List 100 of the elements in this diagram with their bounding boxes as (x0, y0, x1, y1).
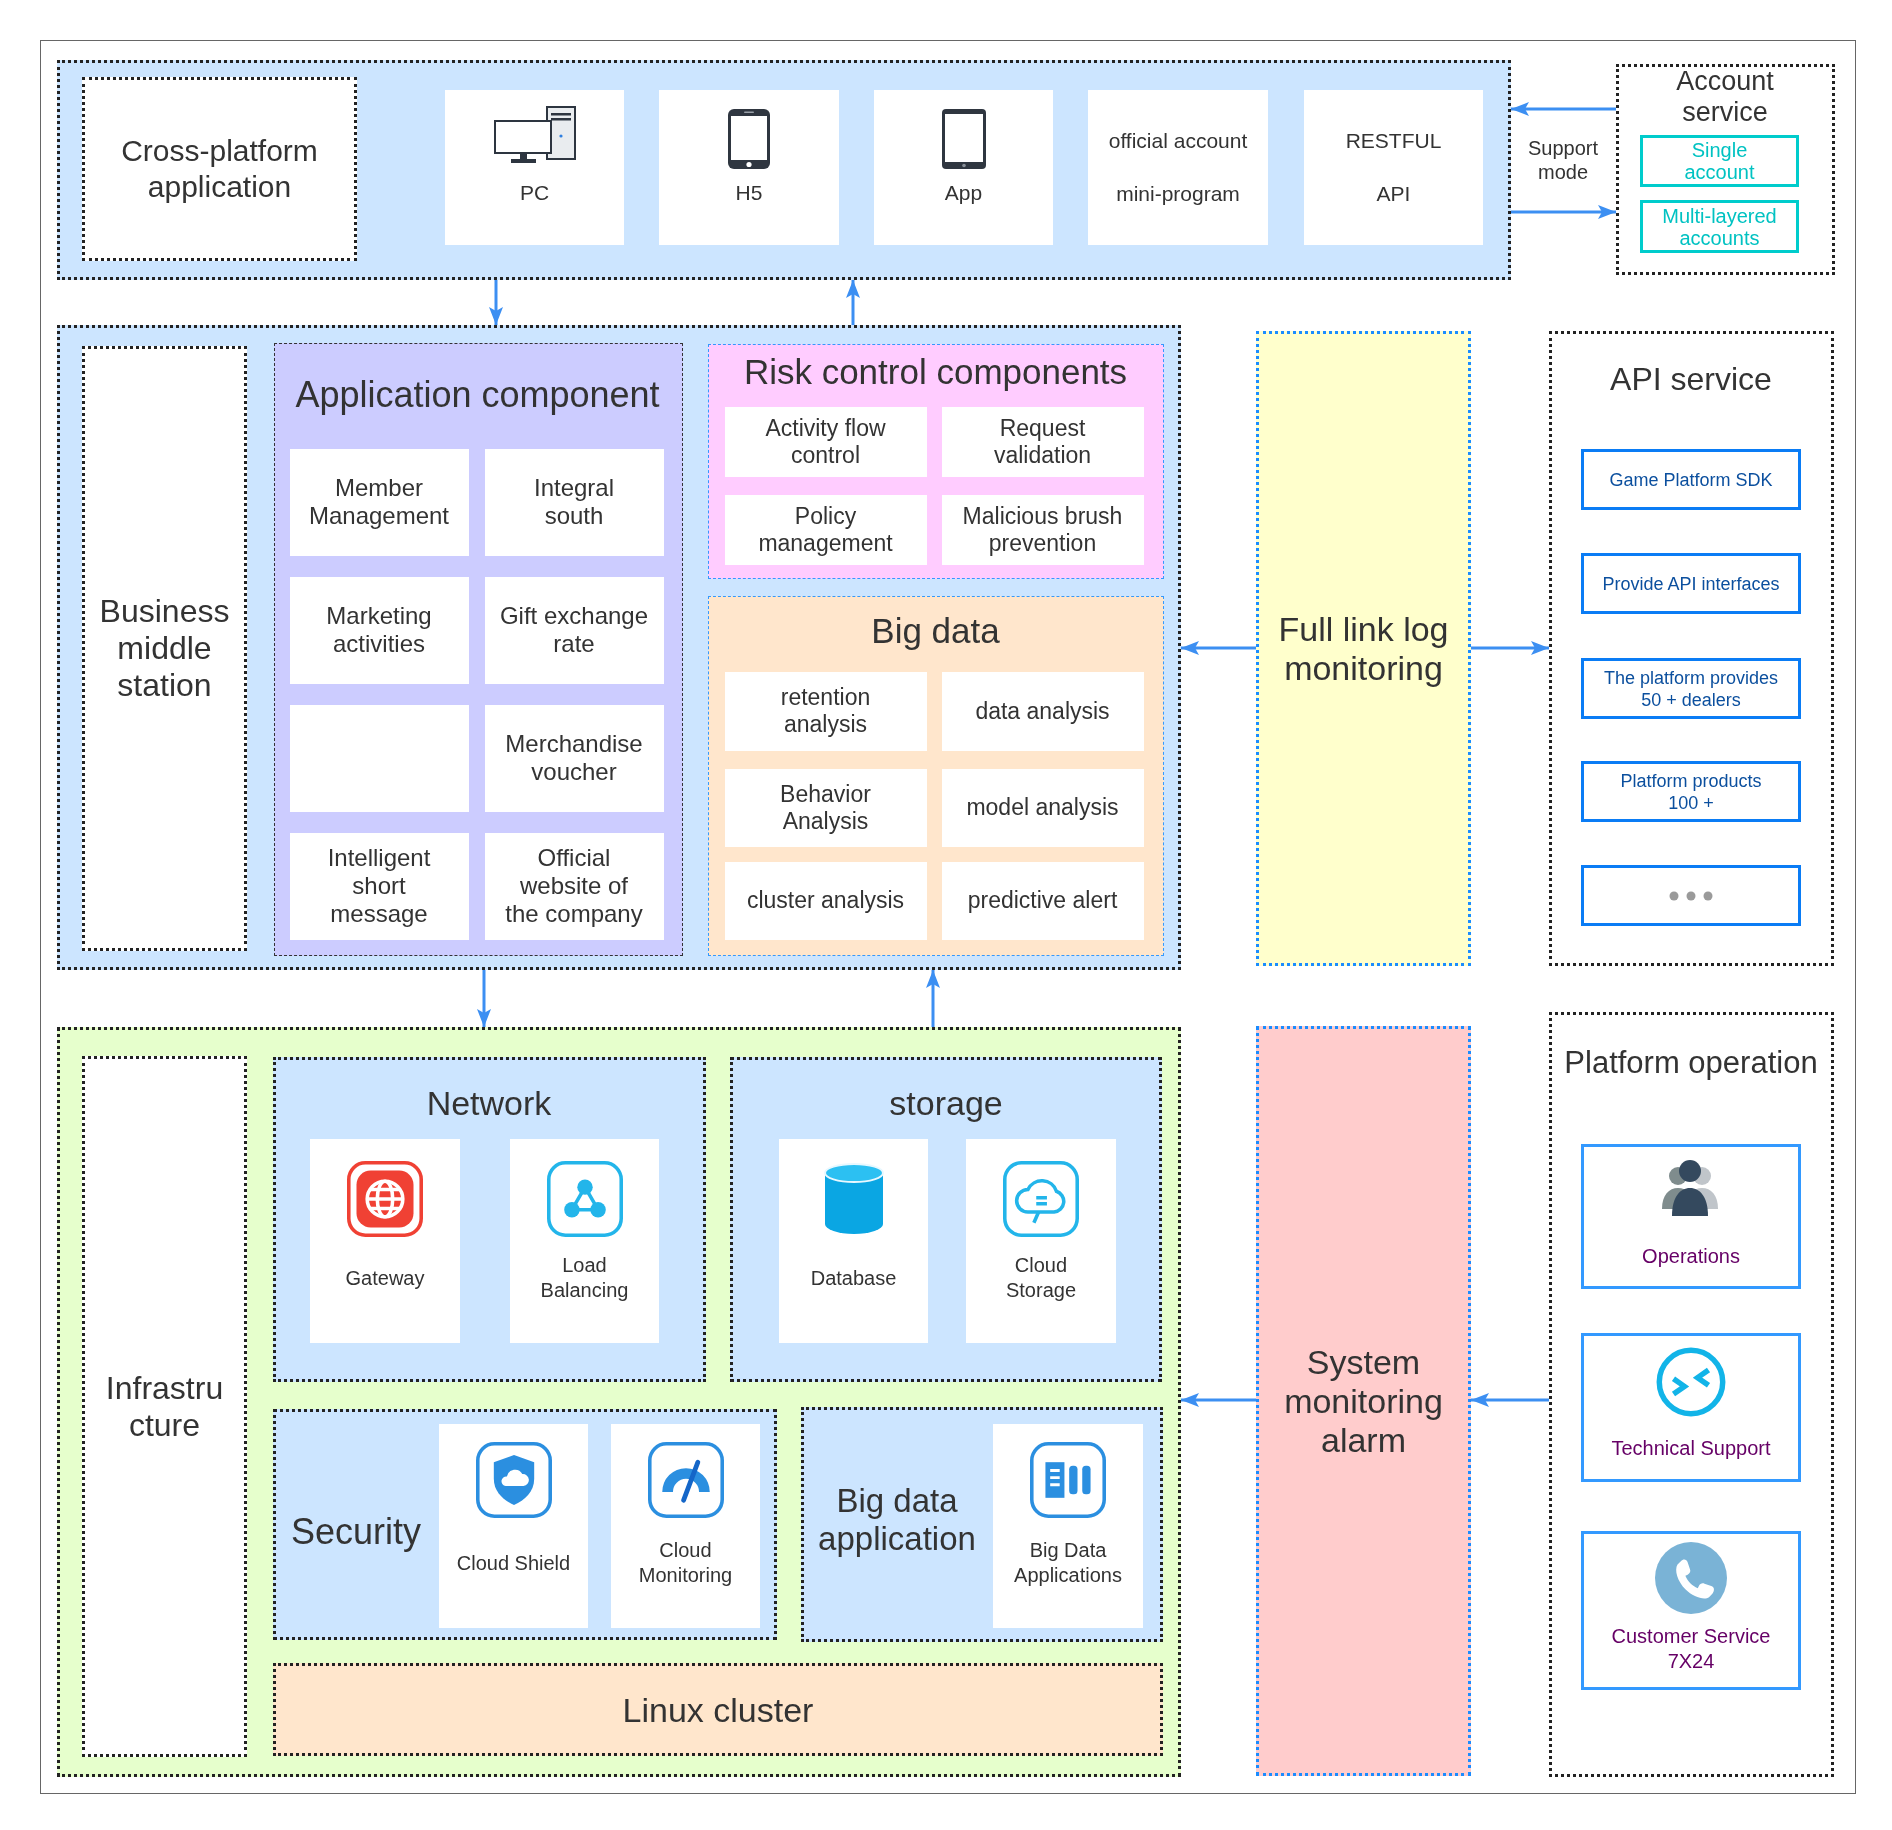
component-card (941, 861, 1144, 940)
infrastructure-group (273, 1409, 777, 1640)
component-label: Behavior Analysis (779, 780, 872, 835)
arrow (846, 280, 860, 325)
arrow (1511, 102, 1616, 116)
service-label: Cloud Shield (456, 1550, 571, 1576)
api-item-label: Game Platform SDK (1608, 468, 1774, 491)
component-card (724, 494, 927, 565)
arrow (926, 970, 940, 1027)
component-card (941, 494, 1144, 565)
layer-band (57, 1027, 1181, 1777)
api-item-label: The platform provides 50 + dealers (1603, 666, 1779, 711)
client-card (445, 90, 624, 245)
account-option-card (1640, 135, 1799, 187)
component-label: model analysis (965, 794, 1120, 821)
operation-label: Customer Service 7X24 (1611, 1624, 1771, 1674)
service-panel (1616, 64, 1835, 275)
component-label: cluster analysis (746, 887, 905, 914)
component-card (941, 671, 1144, 751)
layer-name: Infrastructure (105, 1369, 224, 1444)
service-card (779, 1139, 928, 1343)
component-card (724, 768, 927, 847)
component-card (724, 406, 927, 477)
component-group (708, 344, 1164, 579)
service-panel (1549, 1012, 1834, 1777)
component-card (484, 704, 664, 812)
component-label: Marketing activities (325, 602, 433, 658)
operation-card (1581, 1531, 1801, 1690)
component-label: Gift exchange rate (499, 602, 649, 658)
service-label: Big Data Applications (1013, 1538, 1123, 1588)
layer-band (57, 60, 1511, 280)
group-title: storage (888, 1083, 1004, 1124)
component-label: Malicious brush prevention (962, 502, 1123, 557)
component-group (708, 596, 1164, 956)
group-title: Risk control components (743, 350, 1128, 393)
arrow (1471, 641, 1549, 655)
api-item-card (1581, 865, 1801, 926)
component-card (289, 576, 469, 684)
api-item-card (1581, 449, 1801, 510)
cluster-bar (273, 1663, 1163, 1756)
arrow (489, 280, 503, 325)
cluster-label: Linux cluster (622, 1689, 814, 1730)
client-label: API (1376, 181, 1411, 207)
component-card (484, 576, 664, 684)
component-label: Member Management (308, 474, 450, 530)
component-card (289, 448, 469, 556)
service-card (439, 1424, 588, 1628)
component-label: predictive alert (967, 887, 1118, 914)
component-card (289, 832, 469, 940)
client-card (874, 90, 1053, 245)
component-card (941, 406, 1144, 477)
group-title: Security (290, 1511, 422, 1553)
layer-name-panel (82, 1056, 247, 1757)
client-label: mini-program (1115, 181, 1241, 207)
monitoring-label: Full link log monitoring (1277, 609, 1450, 688)
arrow (477, 970, 491, 1027)
annotation-text: Support mode (1527, 136, 1599, 184)
layer-name-panel (82, 77, 357, 261)
api-item-label: Provide API interfaces (1601, 572, 1781, 595)
service-label: Cloud Monitoring (638, 1538, 733, 1588)
monitoring-bar (1256, 1026, 1471, 1776)
operation-card (1581, 1333, 1801, 1482)
component-label: Policy management (757, 502, 894, 557)
api-item-card (1581, 761, 1801, 822)
component-label: Official website of the company (504, 844, 644, 928)
arrow (1181, 1393, 1256, 1407)
component-label: Merchandise voucher (504, 730, 644, 786)
service-card (611, 1424, 760, 1628)
component-card (484, 832, 664, 940)
layer-name: Cross-platform application (120, 133, 319, 205)
infrastructure-group (273, 1057, 706, 1382)
component-group (274, 343, 683, 956)
service-label: Cloud Storage (1005, 1253, 1077, 1303)
account-option-label: Single account (1683, 139, 1756, 183)
service-card (966, 1139, 1116, 1343)
component-label: data analysis (974, 697, 1111, 725)
account-option-label: Multi-layered accounts (1661, 204, 1778, 249)
client-label: RESTFUL (1345, 128, 1442, 154)
api-item-card (1581, 553, 1801, 614)
component-card (289, 704, 469, 812)
account-option-card (1640, 200, 1799, 253)
client-card (1304, 90, 1483, 245)
panel-title: Account service (1675, 66, 1775, 128)
layer-band (57, 325, 1181, 970)
service-card (993, 1424, 1143, 1628)
client-card (1088, 90, 1268, 245)
component-label: Request validation (993, 414, 1092, 469)
client-label: PC (519, 180, 550, 206)
service-panel (1549, 331, 1834, 966)
group-title: Big data application (817, 1482, 977, 1558)
service-label: Load Balancing (540, 1253, 629, 1303)
component-card (724, 861, 927, 940)
service-label: Database (810, 1265, 897, 1291)
monitoring-label: System monitoring alarm (1283, 1342, 1444, 1460)
monitoring-bar (1256, 331, 1471, 966)
arrow (1181, 641, 1256, 655)
layer-name: Business middle station (99, 593, 230, 704)
group-title: Application component (294, 372, 661, 417)
client-label: H5 (735, 180, 763, 206)
operation-label: Operations (1641, 1243, 1741, 1269)
